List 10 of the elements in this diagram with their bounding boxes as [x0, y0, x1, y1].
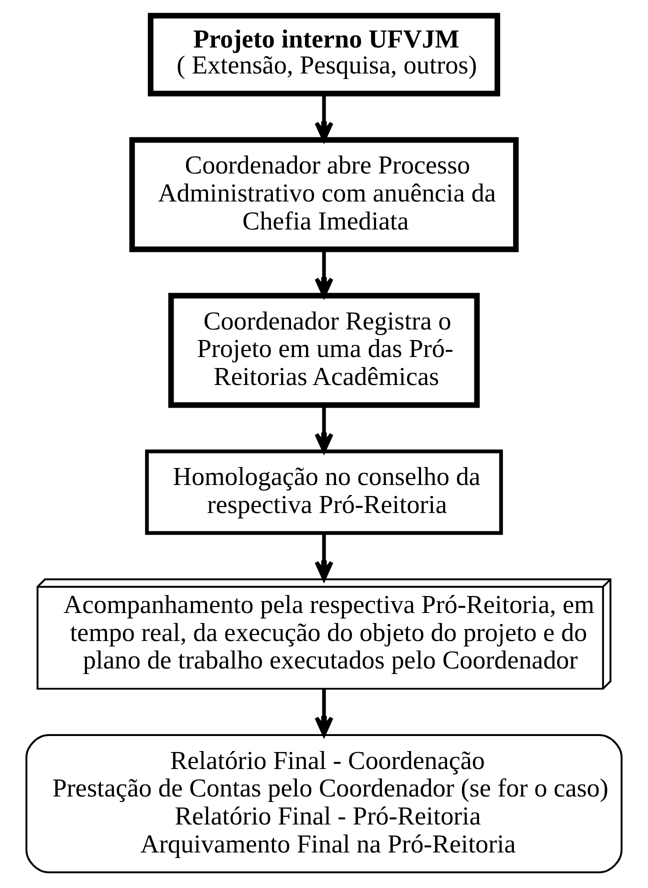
- node-box: Coordenador abre Processo Administrativo com anuência da Chefia Imediata: [129, 137, 519, 252]
- node-box: Projeto interno UFVJM ( Extensão, Pesquisa, outros): [148, 12, 500, 96]
- arrow: [314, 689, 334, 736]
- arrow: [314, 533, 334, 581]
- node-box: Homologação no conselho da respectiva Pró-Reitoria: [145, 450, 503, 535]
- arrow: [314, 405, 334, 453]
- node-box: Relatório Final - Coordenação Prestação de Contas pelo Coordenador (se for o caso) Relatório Final - Pró-Reitoria Arquivamento Final na Pró-Reitoria: [25, 734, 623, 874]
- arrow: [314, 250, 334, 298]
- node-box: Coordenador Registra o Projeto em uma das Pró-Reitorias Acadêmicas: [168, 292, 480, 408]
- arrow: [314, 94, 334, 142]
